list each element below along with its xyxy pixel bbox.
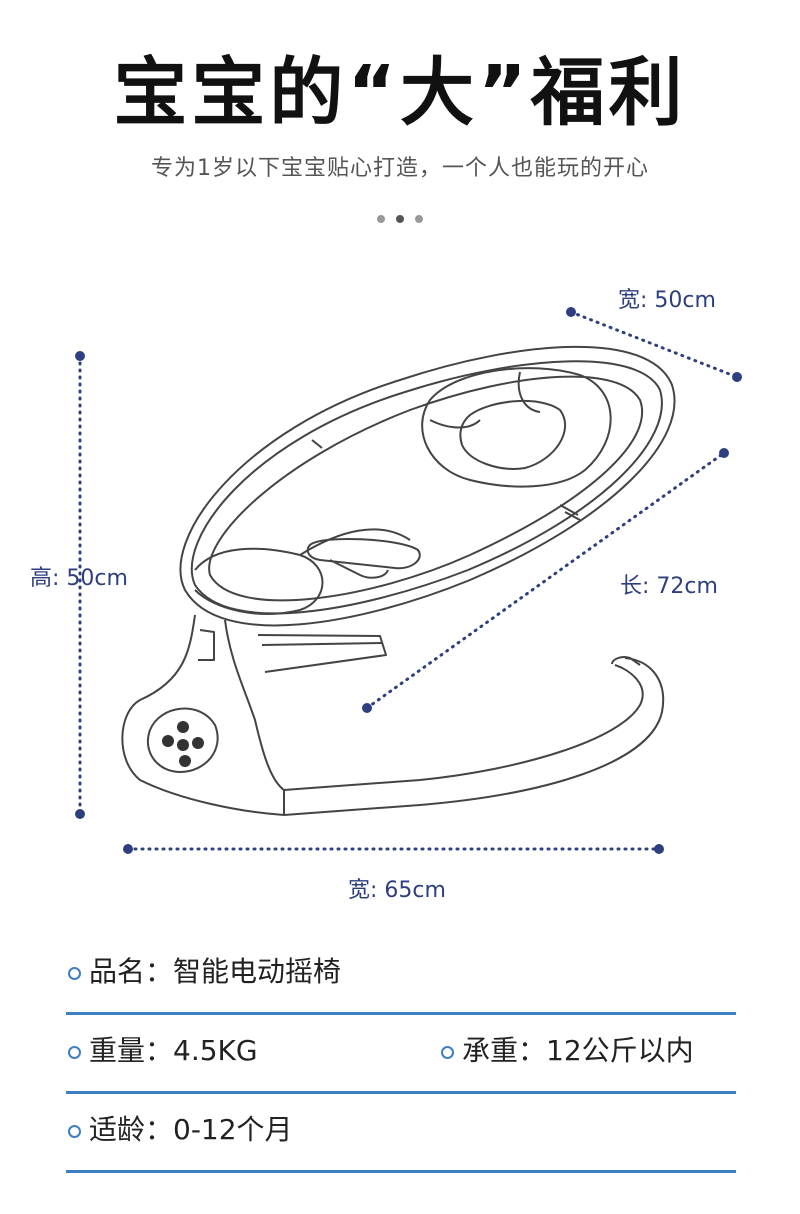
page-title: 宝宝的“大”福利	[113, 50, 687, 136]
spec-weight: 重量：4.5KG	[68, 1029, 258, 1069]
spec-row-age: 适龄：0-12个月	[66, 1092, 736, 1173]
dimension-length-label: 长: 72cm	[620, 574, 718, 599]
carousel-dot-1[interactable]	[376, 215, 385, 223]
dimension-height-label: 高: 50cm	[30, 566, 128, 591]
dimension-endpoints	[75, 307, 742, 854]
spec-load-text: 承重：12公斤以内	[462, 1034, 694, 1067]
spec-name: 品名：智能电动摇椅	[68, 950, 341, 990]
spec-name-text: 品名：智能电动摇椅	[89, 955, 342, 988]
bullet-circle-icon	[441, 1045, 454, 1059]
bullet-circle-icon	[68, 966, 81, 980]
bullet-circle-icon	[68, 1124, 81, 1138]
spec-row-weight-load: 重量：4.5KG 承重：12公斤以内	[66, 1013, 736, 1094]
dimension-width-bottom-label: 宽: 65cm	[348, 878, 446, 903]
spec-age-text: 适龄：0-12个月	[89, 1113, 293, 1146]
page-subtitle: 专为1岁以下宝宝贴心打造，一个人也能玩的开心	[151, 156, 649, 181]
carousel-indicator[interactable]	[0, 208, 800, 227]
spec-age: 适龄：0-12个月	[68, 1108, 293, 1148]
dimension-width-top-label: 宽: 50cm	[618, 288, 716, 313]
bullet-circle-icon	[68, 1045, 81, 1059]
chair-line-art	[121, 345, 676, 816]
control-buttons	[162, 721, 204, 767]
product-dimension-diagram: 高: 50cm 宽: 50cm 长: 72cm 宽: 65cm	[0, 240, 800, 920]
carousel-dot-3[interactable]	[415, 215, 424, 223]
height-dimension-line	[78, 310, 739, 851]
carousel-dot-2[interactable]	[396, 215, 404, 223]
spec-row-name: 品名：智能电动摇椅	[66, 934, 736, 1015]
spec-load: 承重：12公斤以内	[441, 1029, 694, 1069]
spec-weight-text: 重量：4.5KG	[89, 1034, 258, 1067]
bouncer-chair-illustration	[75, 307, 742, 854]
